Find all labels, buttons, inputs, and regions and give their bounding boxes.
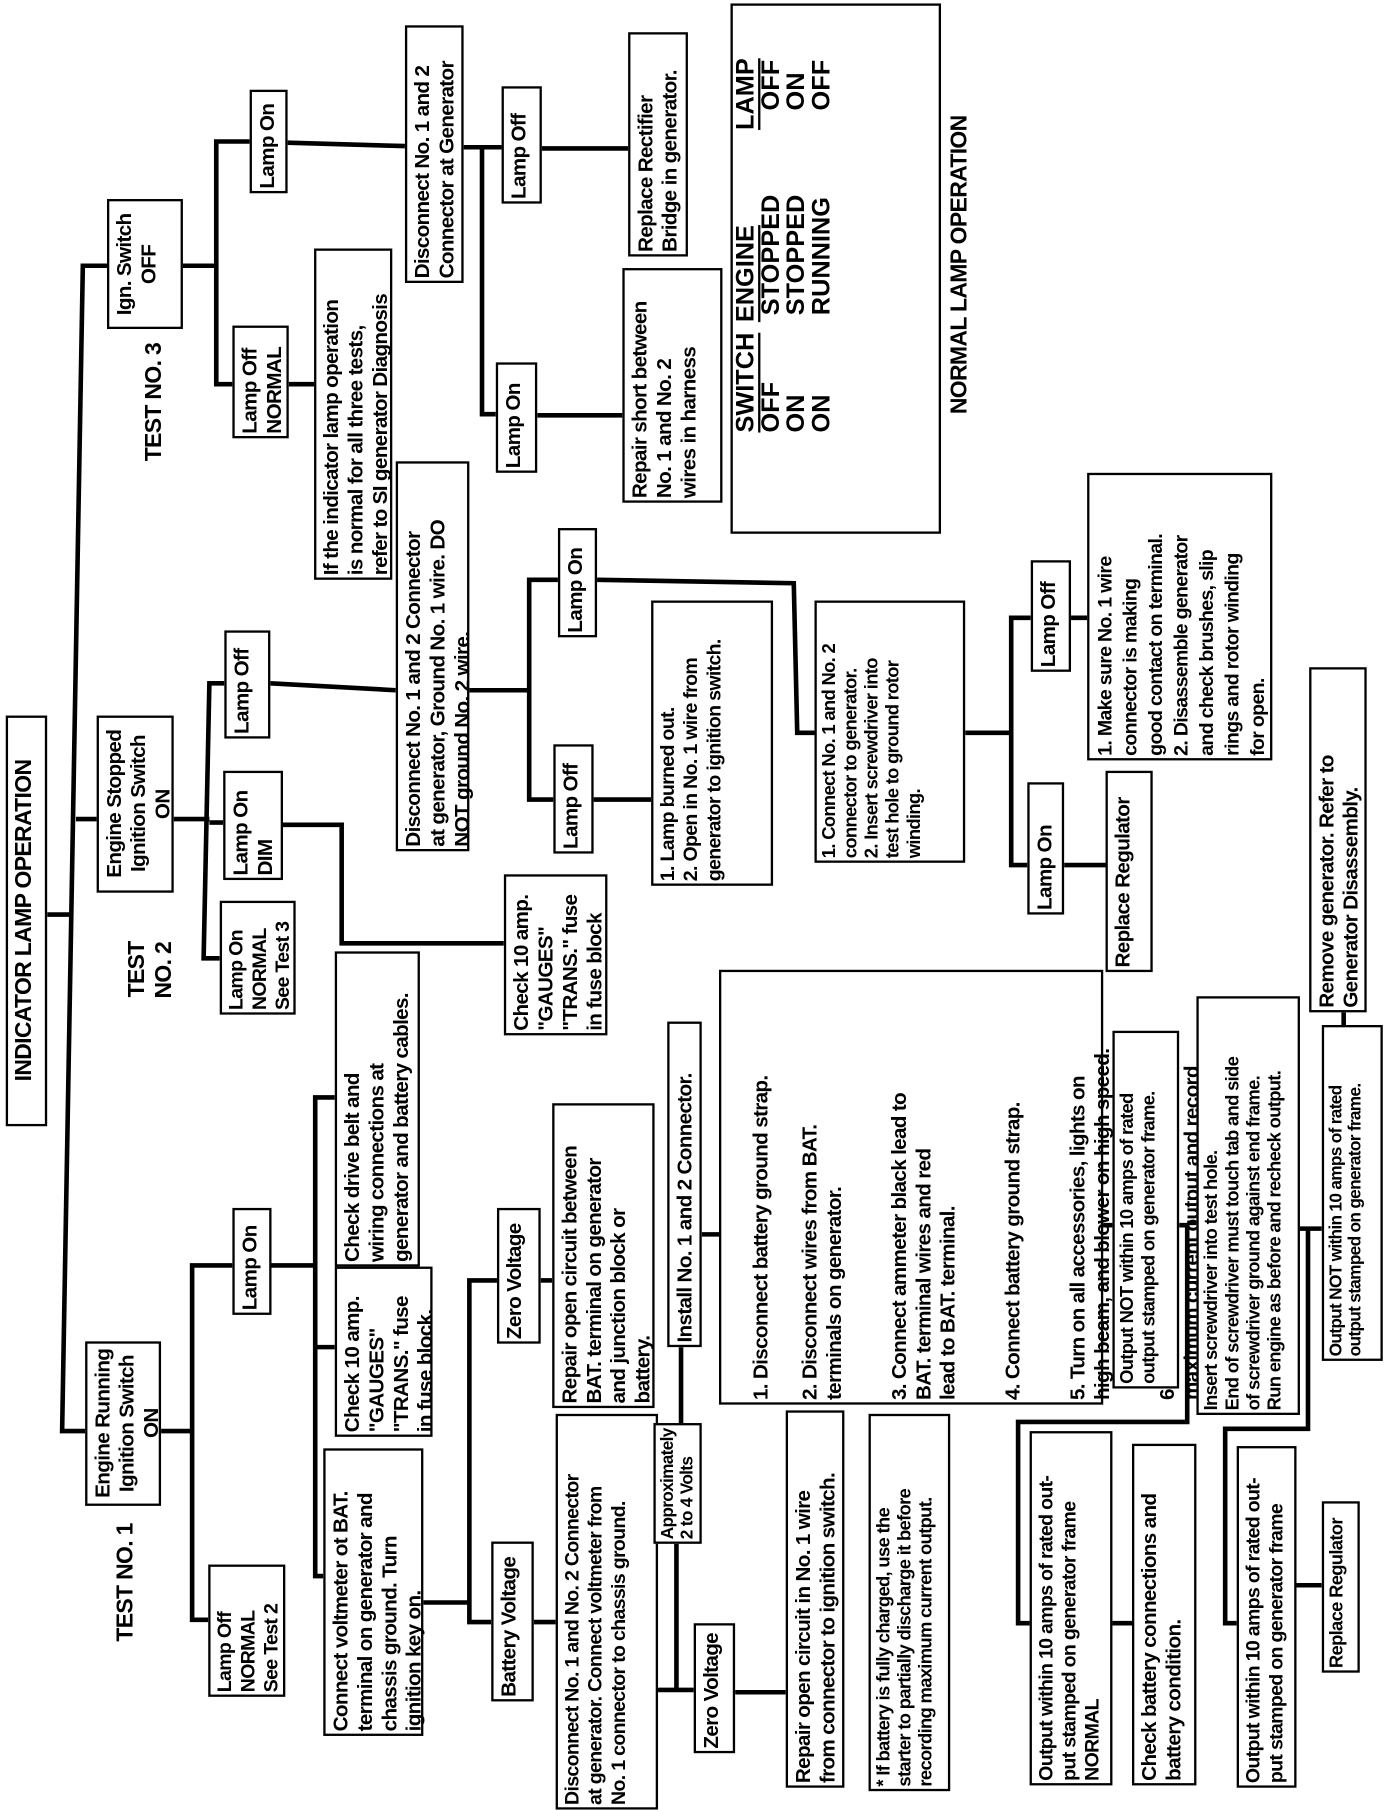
- connector-line: [597, 577, 815, 736]
- test1-lamp-off-normal: Lamp Off NORMAL See Test 2: [208, 1564, 286, 1697]
- test2-lamp-on-normal: Lamp On NORMAL See Test 3: [219, 900, 296, 1015]
- test1-zero-voltage-2: Zero Voltage: [693, 1623, 736, 1754]
- table-cell: ON: [781, 72, 810, 111]
- test3-repair-short: Repair short between No. 1 and No. 2 wir…: [622, 268, 723, 503]
- test1-install-connector: Install No. 1 and 2 Connector.: [667, 1021, 702, 1348]
- list-item: 2. Open in No. 1 wire from generator to …: [679, 639, 725, 882]
- table-row: ON STOPPED ON: [781, 6, 810, 504]
- test2-lamp-off-3: Lamp Off: [1030, 560, 1072, 672]
- connector-line: [1008, 615, 1031, 868]
- test1-approx-volts: Approximately 2 to 4 Volts: [653, 1423, 702, 1544]
- test1-zero-voltage-1: Zero Voltage: [496, 1207, 541, 1344]
- table-cell: STOPPED: [755, 194, 785, 316]
- test1-lamp-on: Lamp On: [232, 1207, 272, 1315]
- step-item: 2. Disconnect wires from BAT. terminals …: [798, 1124, 846, 1401]
- test1-insert-screwdriver: Insert screwdriver into test hole. End o…: [1196, 996, 1300, 1415]
- test2-lamp-on-dim: Lamp On DIM: [223, 770, 283, 881]
- test2-lamp-on-3: Lamp On: [1027, 782, 1065, 915]
- list-item: 1. Lamp burned out.: [656, 707, 679, 882]
- table-header: SWITCH ENGINE LAMP: [730, 31, 760, 504]
- table-cell: OFF: [755, 59, 785, 111]
- connector-line: [270, 681, 396, 693]
- connector-line: [479, 147, 496, 417]
- test-3-label: TEST NO. 3: [141, 343, 167, 462]
- test1-output-within-2: Output within 10 amps of rated out- put …: [1236, 1446, 1297, 1788]
- test1-battery-note: * If battery is fully charged, use the s…: [868, 1413, 951, 1792]
- table-cell: STOPPED: [781, 194, 810, 316]
- test2-lamp-burned-out: 1. Lamp burned out.2. Open in No. 1 wire…: [651, 600, 774, 886]
- test1-ammeter-steps: 1. Disconnect battery ground strap. 2. D…: [719, 969, 1227, 1405]
- table-cell: ON: [806, 394, 836, 433]
- connector-line: [189, 1263, 233, 1623]
- connector-line: [213, 139, 250, 387]
- test1-disconnect-voltmeter: Disconnect No. 1 and No. 2 Connector at …: [555, 1413, 659, 1810]
- test1-battery-voltage: Battery Voltage: [491, 1541, 534, 1702]
- test3-lamp-on-2: Lamp On: [495, 362, 538, 473]
- header-lamp: LAMP: [730, 57, 760, 130]
- connector-line: [282, 822, 504, 946]
- test1-output-within-normal: Output within 10 amps of rated out- put …: [1029, 1431, 1113, 1786]
- connector-line: [1222, 1228, 1311, 1626]
- list-item: 2. Insert screwdriver into test hole to …: [862, 658, 925, 859]
- test2-replace-regulator: Replace Regulator: [1105, 770, 1153, 973]
- table-cell: ON: [781, 394, 810, 433]
- remove-generator: Remove generator. Refer to Generator Dis…: [1309, 667, 1367, 1013]
- test3-replace-rectifier: Replace Rectifier Bridge in generator.: [628, 32, 688, 257]
- test2-disconnect: Disconnect No. 1 and 2 Connector at gene…: [395, 461, 473, 852]
- test1-check-drive-belt: Check drive belt and wiring connections …: [334, 951, 420, 1267]
- test1-output-not-within-2: Output NOT within 10 amps of rated outpu…: [1321, 1025, 1383, 1361]
- test1-output-not-within-1: Output NOT within 10 amps of rated outpu…: [1112, 1030, 1180, 1389]
- step-item: 4. Connect battery ground strap.: [1001, 1102, 1025, 1401]
- table-cell: RUNNING: [806, 197, 836, 316]
- test3-lamp-off-2: Lamp Off: [501, 86, 542, 204]
- table-cell: OFF: [755, 381, 785, 433]
- table-row: ON RUNNING OFF: [806, 6, 836, 504]
- test1-check-battery: Check battery connections and battery co…: [1131, 1443, 1197, 1786]
- test1-repair-open-bat: Repair open circuit between BAT. termina…: [552, 1103, 655, 1409]
- trunk-line: [59, 263, 107, 1434]
- test1-engine-running: Engine Running Ignition Switch ON: [85, 1341, 163, 1506]
- test3-normal-note: If the indicator lamp operation is norma…: [314, 248, 393, 580]
- test1-repair-open-no1: Repair open circuit in No. 1 wire from c…: [785, 1410, 845, 1788]
- test-2-label: TEST NO. 2: [124, 941, 177, 999]
- test2-make-sure: 1. Make sure No. 1 wire connector is mak…: [1087, 472, 1273, 761]
- test3-ign-switch-off: Ign. Switch OFF: [106, 199, 183, 330]
- page-title: INDICATOR LAMP OPERATION: [5, 715, 48, 1127]
- connector-line: [201, 681, 225, 961]
- table-row: OFF STOPPED OFF: [755, 6, 785, 504]
- step-item: 3. Connect ammeter black lead to BAT. te…: [887, 1092, 960, 1401]
- test2-engine-stopped: Engine Stopped Ignition Switch ON: [96, 715, 174, 893]
- test3-lamp-off-normal: Lamp Off NORMAL: [232, 325, 289, 439]
- test2-check-fuse: Check 10 amp. "GAUGES" "TRANS." fuse in …: [503, 874, 608, 1036]
- connector-line: [287, 140, 406, 149]
- test2-lamp-off-2: Lamp Off: [553, 744, 594, 854]
- test1-check-fuse: Check 10 amp. "GAUGES" "TRANS." fuse in …: [334, 1266, 437, 1437]
- test3-lamp-on: Lamp On: [249, 89, 288, 194]
- step-item: 1. Disconnect battery ground strap.: [749, 1075, 773, 1401]
- connector-line: [1015, 1222, 1190, 1626]
- header-engine: ENGINE: [730, 225, 760, 323]
- step-item: 5. Turn on all accessories, lights on hi…: [1066, 1048, 1114, 1401]
- header-switch: SWITCH: [730, 332, 760, 433]
- test1-replace-regulator: Replace Regulator: [1321, 1501, 1360, 1673]
- normal-lamp-operation-title: NORMAL LAMP OPERATION: [946, 115, 973, 414]
- connector-line: [526, 577, 558, 802]
- connector-line: [312, 1095, 335, 1579]
- connector-line: [467, 1278, 497, 1625]
- test1-connect-voltmeter: Connect voltmeter ot BAT. terminal on ge…: [323, 1448, 425, 1736]
- table-cell: OFF: [806, 59, 836, 111]
- test-1-label: TEST NO. 1: [112, 1523, 139, 1643]
- test2-lamp-on-2: Lamp On: [557, 528, 598, 638]
- list-item: 1. Connect No. 1 and No. 2 connector to …: [820, 643, 861, 859]
- normal-lamp-operation-table: SWITCH ENGINE LAMP OFF STOPPED OFF ON ST…: [730, 3, 942, 534]
- test2-connect-connector: 1. Connect No. 1 and No. 2 connector to …: [814, 600, 966, 863]
- test3-disconnect: Disconnect No. 1 and 2 Connector at Gene…: [404, 25, 464, 283]
- test2-lamp-off: Lamp Off: [224, 630, 271, 739]
